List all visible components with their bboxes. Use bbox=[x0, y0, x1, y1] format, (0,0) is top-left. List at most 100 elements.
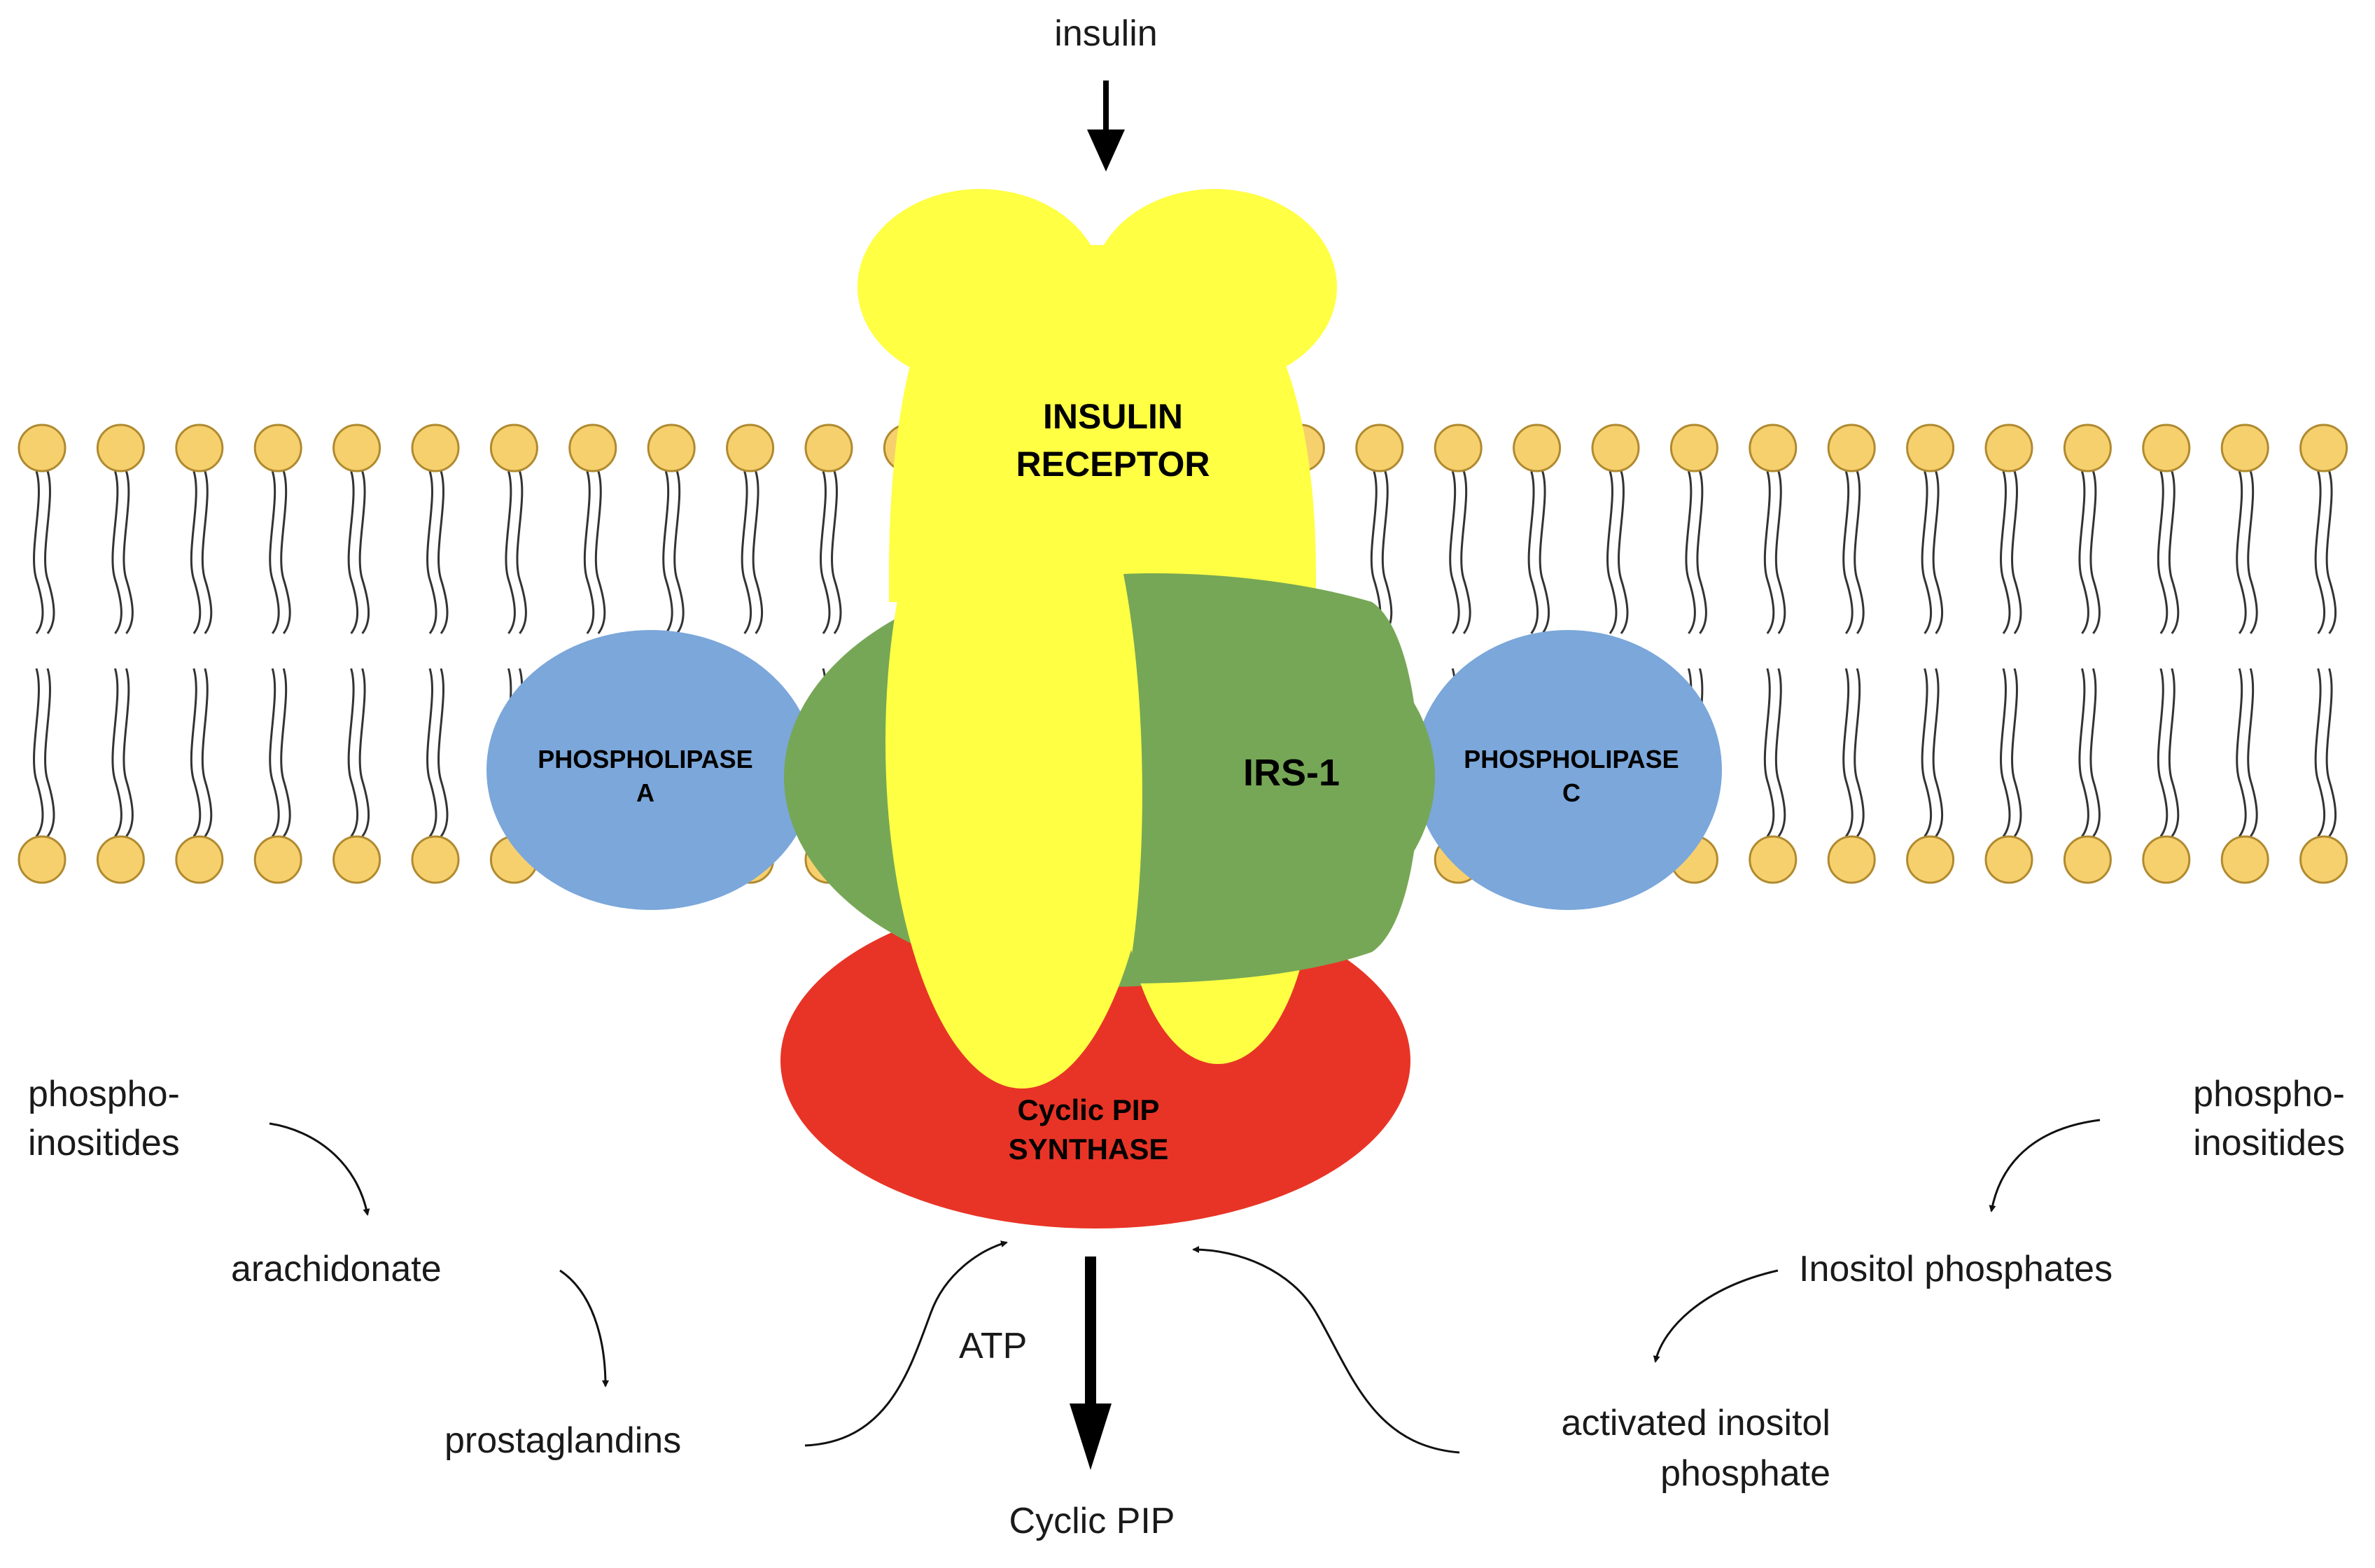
lipid-head bbox=[1906, 835, 1955, 884]
lipid-tail bbox=[269, 470, 280, 634]
lipid-head bbox=[1827, 835, 1876, 884]
lipid-head bbox=[2299, 424, 2348, 472]
lipid-tail bbox=[2078, 470, 2089, 634]
lipid-head bbox=[2220, 424, 2269, 472]
phosphoinositides-to-arachidonate-arrow bbox=[269, 1122, 370, 1216]
lipid-tail bbox=[594, 470, 606, 634]
phospholipid bbox=[96, 424, 145, 884]
lipid-tail bbox=[2157, 470, 2169, 634]
right-phosphoinositides-label-line2: inositides bbox=[2193, 1123, 2345, 1163]
phospholipase-c-label-line1: PHOSPHOLIPASE bbox=[1464, 745, 1679, 774]
lipid-tail bbox=[426, 668, 437, 837]
lipid-head bbox=[253, 424, 302, 472]
lipid-tail bbox=[662, 470, 673, 634]
lipid-head bbox=[411, 835, 460, 884]
lipid-tail bbox=[2168, 668, 2180, 837]
lipid-tail bbox=[2236, 668, 2247, 837]
cyclic-pip-label: Cyclic PIP bbox=[1009, 1501, 1175, 1541]
irs-1-label: IRS-1 bbox=[1243, 752, 1340, 794]
lipid-tail bbox=[1539, 470, 1550, 634]
insulin-receptor-label-line2: RECEPTOR bbox=[1016, 444, 1210, 484]
phospholipid bbox=[253, 424, 302, 884]
lipid-tail bbox=[1449, 470, 1460, 634]
right-phosphoinositides-label-line1: phospho- bbox=[2193, 1074, 2345, 1114]
lipid-tail bbox=[583, 470, 595, 634]
phospholipase-a-label-line2: A bbox=[636, 778, 654, 807]
lipid-tail bbox=[437, 668, 449, 837]
phospholipase-c-shape bbox=[1414, 630, 1722, 910]
left-phosphoinositides-label-line1: phospho- bbox=[28, 1074, 180, 1114]
lipid-tail bbox=[1774, 668, 1786, 837]
phospholipid bbox=[332, 424, 381, 884]
lipid-head bbox=[2063, 424, 2112, 472]
lipid-tail bbox=[1921, 470, 1933, 634]
lipid-tail bbox=[505, 470, 516, 634]
lipid-tail bbox=[2325, 470, 2337, 634]
phospholipase-a-label-line1: PHOSPHOLIPASE bbox=[538, 745, 752, 774]
lipid-head bbox=[175, 835, 224, 884]
lipid-tail bbox=[1618, 470, 1629, 634]
lipid-head bbox=[2063, 835, 2112, 884]
lipid-tail bbox=[347, 470, 359, 634]
phospholipid bbox=[489, 424, 538, 884]
lipid-tail bbox=[1842, 470, 1854, 634]
inositol-phosphates-label: Inositol phosphates bbox=[1799, 1249, 2113, 1289]
lipid-tail bbox=[201, 470, 213, 634]
lipid-tail bbox=[831, 470, 842, 634]
lipid-tail bbox=[2089, 668, 2101, 837]
lipid-tail bbox=[33, 668, 44, 837]
lipid-head bbox=[17, 835, 66, 884]
lipid-tail bbox=[2325, 668, 2337, 837]
lipid-tail bbox=[1774, 470, 1786, 634]
irs-1-front-shape bbox=[1123, 573, 1420, 983]
pathway-arrows bbox=[269, 80, 2101, 1470]
lipid-tail bbox=[2000, 470, 2011, 634]
lipid-tail bbox=[2247, 470, 2258, 634]
activated-inositol-phosphate-label-line1: activated inositol bbox=[1562, 1403, 1830, 1443]
phospholipid bbox=[2220, 424, 2269, 884]
lipid-tail bbox=[2089, 470, 2101, 634]
lipid-head bbox=[2220, 835, 2269, 884]
phospholipid bbox=[411, 424, 460, 884]
lipid-tail bbox=[347, 668, 359, 837]
lipid-tail bbox=[2168, 470, 2180, 634]
lipid-head bbox=[332, 835, 381, 884]
phospholipid bbox=[1984, 424, 2033, 884]
lipid-tail bbox=[2314, 668, 2326, 837]
lipid-tail bbox=[516, 470, 527, 634]
lipid-head bbox=[2142, 835, 2191, 884]
insulin-receptor-label-line1: INSULIN bbox=[1043, 397, 1183, 436]
cyclic-pip-arrowhead bbox=[1070, 1404, 1112, 1470]
lipid-head bbox=[804, 424, 853, 472]
phospholipase-a-shape bbox=[486, 630, 815, 910]
phospholipase-c-label-line2: C bbox=[1562, 778, 1581, 807]
lipid-tail bbox=[1460, 470, 1471, 634]
lipid-head bbox=[2299, 835, 2348, 884]
lipid-head bbox=[1749, 424, 1798, 472]
lipid-tail bbox=[111, 470, 122, 634]
lipid-head bbox=[17, 424, 66, 472]
inositol-phosphates-to-activated-arrow bbox=[1653, 1269, 1779, 1363]
lipid-tail bbox=[1685, 470, 1696, 634]
activated-to-synthase-arrow bbox=[1192, 1246, 1460, 1454]
diagram-labels: insulin INSULIN RECEPTOR IRS-1 PHOSPHOLI… bbox=[28, 13, 2345, 1541]
cyclic-pip-synthase-label-line1: Cyclic PIP bbox=[1017, 1093, 1159, 1126]
lipid-tail bbox=[44, 470, 55, 634]
lipid-tail bbox=[2157, 668, 2169, 837]
lipid-head bbox=[1749, 835, 1798, 884]
prostaglandins-label: prostaglandins bbox=[444, 1420, 681, 1461]
lipid-tail bbox=[741, 470, 752, 634]
lipid-head bbox=[1984, 424, 2033, 472]
lipid-head bbox=[1591, 424, 1640, 472]
phospholipid bbox=[2299, 424, 2348, 884]
lipid-tail bbox=[1763, 470, 1775, 634]
lipid-head bbox=[1827, 424, 1876, 472]
lipid-tail bbox=[269, 668, 280, 837]
lipid-tail bbox=[1696, 470, 1707, 634]
lipid-tail bbox=[437, 470, 449, 634]
lipid-tail bbox=[1854, 470, 1865, 634]
lipid-tail bbox=[2078, 668, 2089, 837]
lipid-tail bbox=[33, 470, 44, 634]
phosphoinositides-to-inositol-phosphates-arrow bbox=[1989, 1119, 2101, 1212]
lipid-tail bbox=[1842, 668, 1854, 837]
